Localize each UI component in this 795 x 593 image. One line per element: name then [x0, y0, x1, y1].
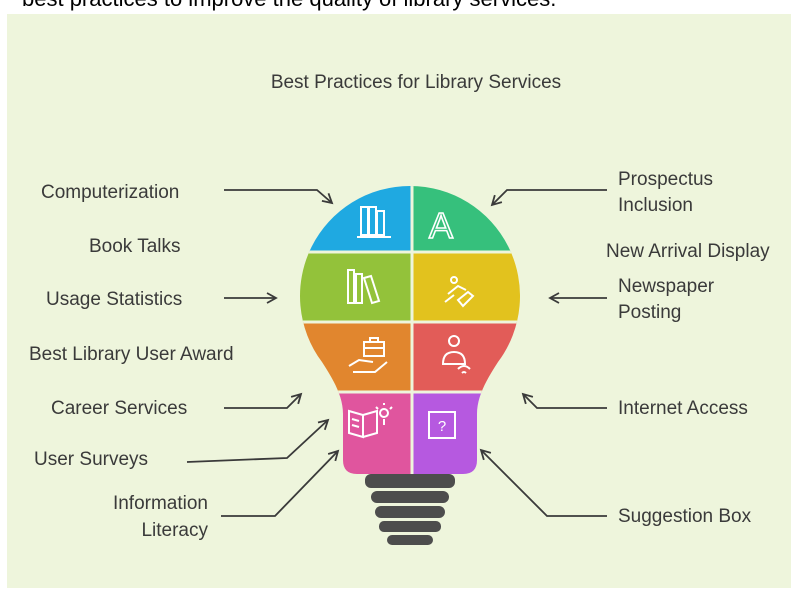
handshake-icon — [444, 276, 475, 308]
connector-suggestion-box — [479, 448, 607, 517]
svg-text:?: ? — [438, 418, 446, 435]
label-newspaper-posting-line1: Newspaper — [618, 276, 715, 297]
right-labels: Prospectus Inclusion New Arrival Display… — [606, 169, 770, 527]
label-best-library-user-award: Best Library User Award — [29, 344, 234, 365]
label-information-literacy-line1: Information — [113, 493, 208, 514]
connector-lines — [186, 189, 607, 517]
connector-prospectus-inclusion — [490, 189, 607, 207]
left-labels: Computerization Book Talks Usage Statist… — [29, 182, 234, 541]
label-user-surveys: User Surveys — [34, 449, 148, 470]
book-idea-icon — [348, 403, 393, 439]
briefcase-hand-icon — [348, 337, 388, 373]
label-new-arrival-display: New Arrival Display — [606, 241, 770, 262]
label-prospectus-inclusion-line2: Inclusion — [618, 195, 693, 216]
bulb-base — [365, 474, 455, 545]
label-career-services: Career Services — [51, 398, 187, 419]
user-wifi-icon — [441, 335, 471, 374]
book-binders-icon — [347, 269, 381, 305]
label-prospectus-inclusion-line1: Prospectus — [618, 169, 713, 190]
connector-computerization — [224, 189, 334, 205]
connector-user-surveys — [186, 418, 330, 463]
label-internet-access: Internet Access — [618, 398, 748, 419]
books-icon — [357, 206, 391, 238]
infographic-panel: Best Practices for Library Services A — [7, 14, 791, 588]
label-suggestion-box: Suggestion Box — [618, 506, 752, 527]
label-newspaper-posting-line2: Posting — [618, 302, 681, 323]
diagram-title: Best Practices for Library Services — [271, 72, 561, 93]
connector-information-literacy — [221, 449, 340, 517]
segment-usage-statistics — [299, 252, 412, 322]
connector-internet-access — [521, 392, 607, 409]
label-usage-statistics: Usage Statistics — [46, 289, 182, 310]
label-computerization: Computerization — [41, 182, 179, 203]
segment-newspaper-posting — [412, 252, 520, 322]
connector-career-services — [224, 392, 303, 409]
label-information-literacy-line2: Literacy — [141, 520, 208, 541]
question-box-icon: ? — [428, 411, 456, 439]
letter-a-icon: A — [429, 205, 453, 246]
document-text-line: best practices to improve the quality of… — [22, 0, 556, 12]
label-book-talks: Book Talks — [89, 236, 181, 257]
